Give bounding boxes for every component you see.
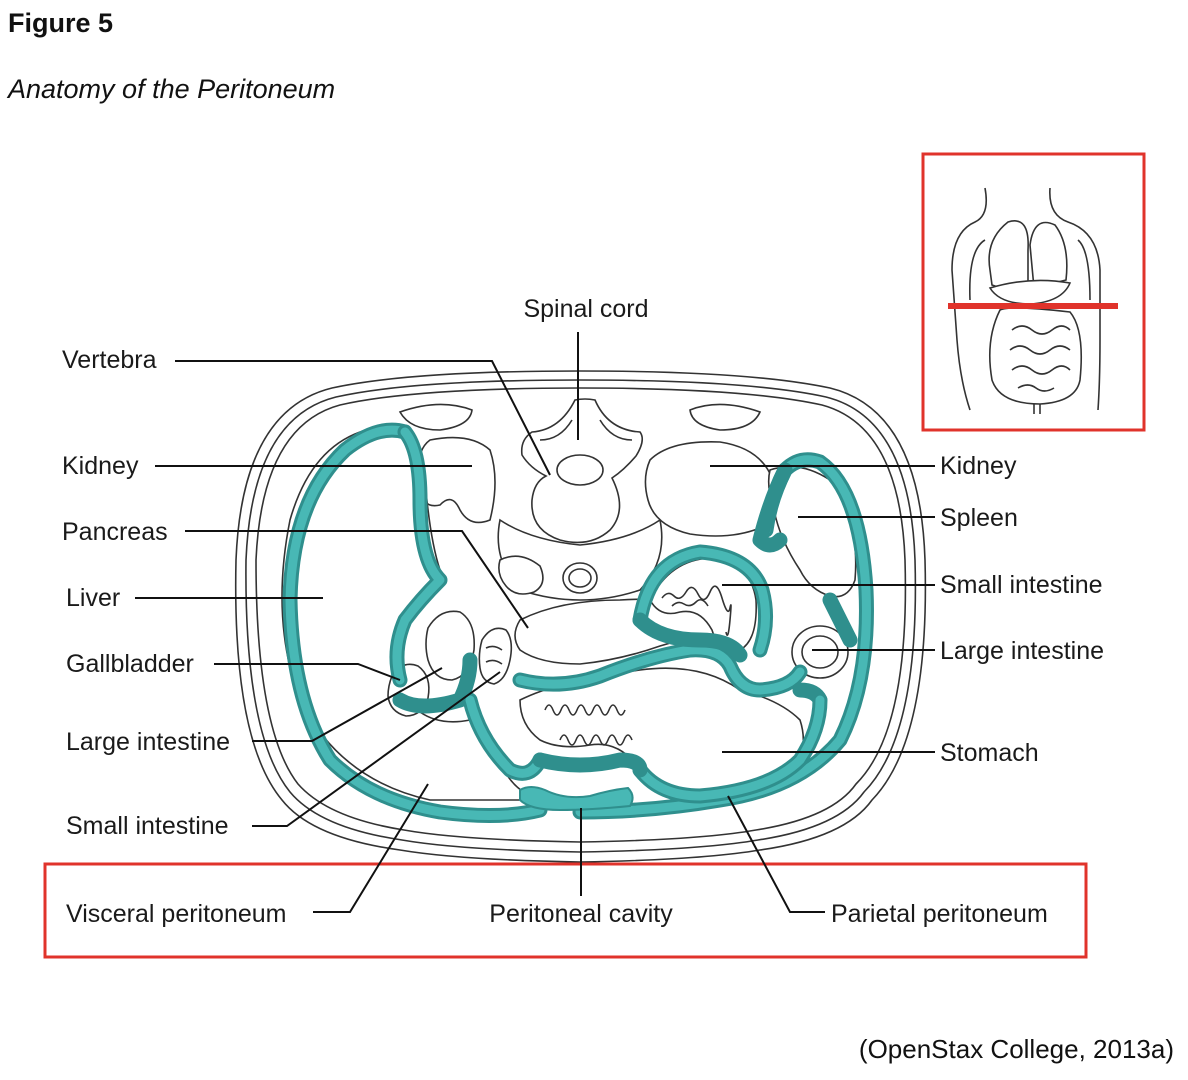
label-spinal-cord: Spinal cord — [523, 295, 648, 323]
figure-number: Figure 5 — [8, 8, 114, 38]
label-visceral-peritoneum: Visceral peritoneum — [66, 900, 286, 928]
peritoneal-cavity-region — [519, 786, 634, 812]
label-spleen: Spleen — [940, 504, 1018, 532]
inset-highlight-box — [921, 152, 1146, 432]
small-intestine-left — [478, 627, 513, 685]
peritoneum-labels-highlight-box — [43, 862, 1088, 959]
figure-title: Anatomy of the Peritoneum — [8, 74, 336, 104]
label-large-intestine-right: Large intestine — [940, 637, 1104, 665]
label-large-intestine-left: Large intestine — [66, 728, 230, 756]
spinal-cord — [556, 454, 604, 486]
label-peritoneal-cavity: Peritoneal cavity — [489, 900, 673, 928]
label-pancreas: Pancreas — [62, 518, 168, 546]
label-kidney-right: Kidney — [940, 452, 1017, 480]
label-small-intestine-left: Small intestine — [66, 812, 229, 840]
torso-section-icon — [921, 152, 1146, 432]
label-vertebra: Vertebra — [62, 346, 157, 374]
large-intestine-right — [791, 625, 849, 679]
kidney-right — [644, 441, 776, 537]
peritoneum — [282, 422, 874, 824]
kidney-left — [416, 436, 496, 524]
label-parietal-peritoneum: Parietal peritoneum — [831, 900, 1048, 928]
label-stomach: Stomach — [940, 739, 1039, 767]
label-kidney-left: Kidney — [62, 452, 139, 480]
label-small-intestine-right: Small intestine — [940, 571, 1103, 599]
leader-lines — [135, 332, 935, 913]
citation: (OpenStax College, 2013a) — [858, 1034, 1174, 1064]
label-liver: Liver — [66, 584, 120, 612]
label-gallbladder: Gallbladder — [66, 650, 194, 678]
